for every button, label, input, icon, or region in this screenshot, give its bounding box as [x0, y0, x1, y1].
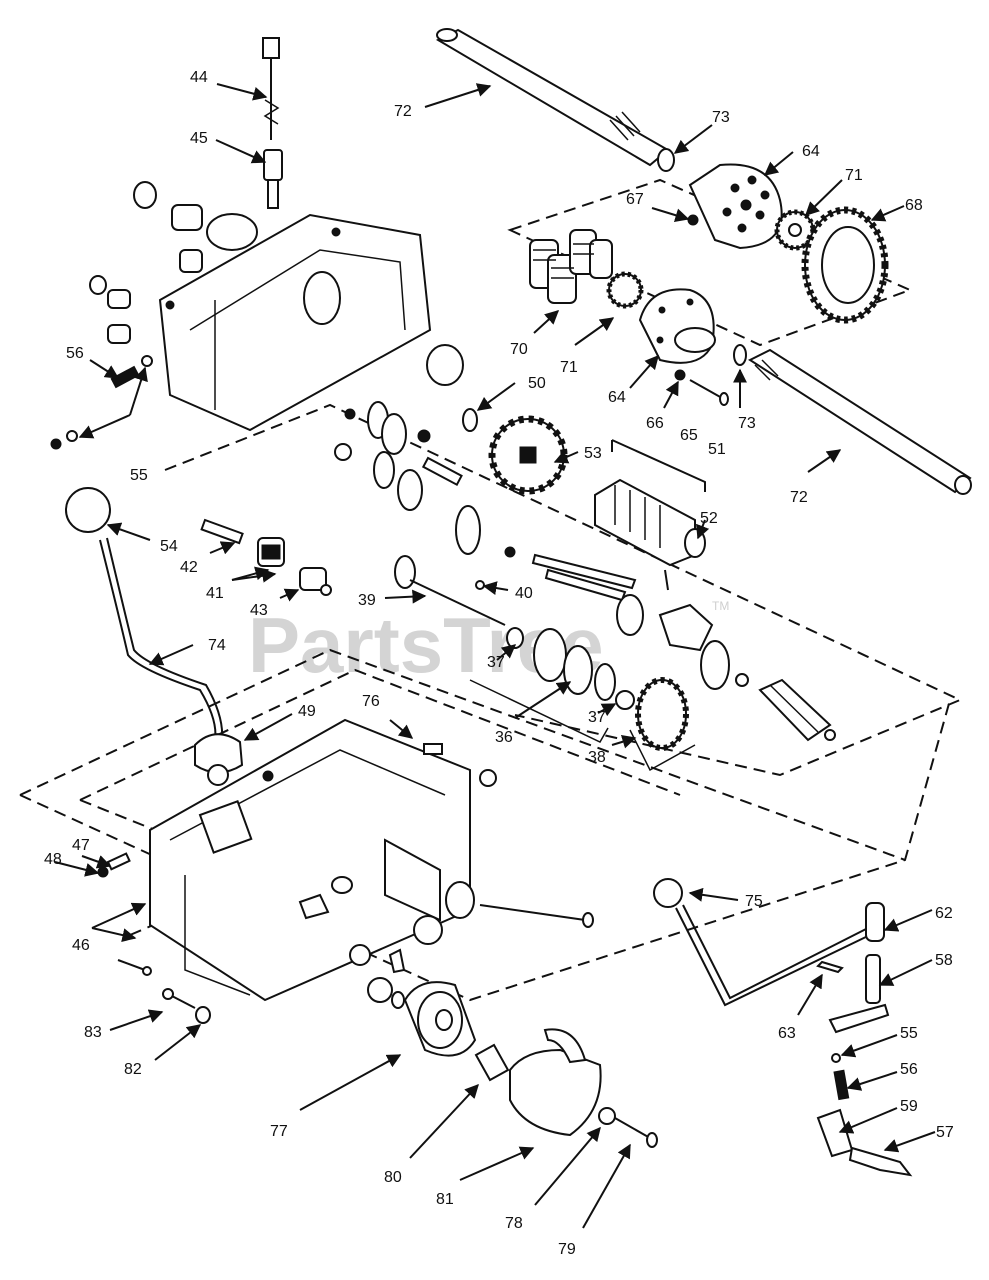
brake-pad-80 [474, 1043, 510, 1082]
callout-58: 58 [935, 952, 953, 969]
callout-72-top: 72 [394, 103, 412, 120]
bolt-83-washer-82 [162, 988, 211, 1024]
callout-36: 36 [495, 729, 513, 746]
callout-40: 40 [515, 585, 533, 602]
brake-band-81 [509, 1028, 602, 1137]
washer-66 [674, 369, 686, 381]
callout-78: 78 [505, 1215, 523, 1232]
callout-83: 83 [84, 1024, 102, 1041]
spline-shaft-51 [594, 478, 706, 567]
callout-82: 82 [124, 1061, 142, 1078]
shift-lever-54-74 [65, 487, 244, 786]
callout-59: 59 [900, 1098, 918, 1115]
axle-shaft-top [435, 28, 670, 167]
callout-76: 76 [362, 693, 380, 710]
callout-73-lower: 73 [738, 415, 756, 432]
callout-51: 51 [708, 441, 726, 458]
gear-53 [488, 415, 568, 495]
bolt-65 [689, 379, 729, 406]
pinion-cluster-70 [529, 229, 613, 304]
callout-56-right: 56 [900, 1061, 918, 1078]
watermark-tm: TM [712, 599, 729, 613]
callout-43: 43 [250, 602, 268, 619]
brake-lever-75 [653, 878, 871, 1007]
brake-linkage-right [816, 902, 913, 1177]
callout-41: 41 [206, 585, 224, 602]
callout-labels: 44 45 72 73 64 71 68 67 70 71 50 64 66 6… [44, 69, 954, 1258]
callout-74: 74 [208, 637, 226, 654]
callout-47: 47 [72, 837, 90, 854]
callout-79: 79 [558, 1241, 576, 1258]
callout-73-top: 73 [712, 109, 730, 126]
callout-63: 63 [778, 1025, 796, 1042]
bolt-67 [687, 214, 699, 226]
washer-78 [598, 1107, 616, 1125]
callout-37-left: 37 [487, 654, 505, 671]
callout-39: 39 [358, 592, 376, 609]
shift-fitting-45 [263, 149, 283, 209]
detent-spring-56 [50, 355, 153, 450]
transmission-case-upper [133, 181, 464, 432]
transmission-case-lower [149, 718, 594, 1009]
shift-rod-44 [262, 37, 280, 140]
callout-65: 65 [680, 427, 698, 444]
callout-64-mid: 64 [608, 389, 626, 406]
callout-56-left: 56 [66, 345, 84, 362]
leader-lines [54, 83, 936, 1229]
callout-62: 62 [935, 905, 953, 922]
washer-73-top [657, 148, 675, 172]
callout-49: 49 [298, 703, 316, 720]
differential-carrier-mid [638, 288, 716, 364]
callout-70: 70 [510, 341, 528, 358]
callout-37-right: 37 [588, 709, 606, 726]
axle-shaft-lower [747, 348, 972, 495]
callout-68: 68 [905, 197, 923, 214]
callout-67: 67 [626, 191, 644, 208]
callout-57: 57 [936, 1124, 954, 1141]
callout-44: 44 [190, 69, 208, 86]
callout-72-lower: 72 [790, 489, 808, 506]
callout-52: 52 [700, 510, 718, 527]
washer-73-lower [733, 344, 747, 366]
callout-71-top: 71 [845, 167, 863, 184]
callout-45: 45 [190, 130, 208, 147]
ring-gear-68 [801, 206, 889, 324]
callout-46: 46 [72, 937, 90, 954]
callout-77: 77 [270, 1123, 288, 1140]
brake-drum-77 [403, 981, 477, 1057]
bearing-bushings-left [89, 275, 131, 344]
shift-keys [475, 553, 669, 602]
callout-75: 75 [745, 893, 763, 910]
gear-shaft-lower [469, 594, 836, 743]
bevel-gear-71-mid [606, 271, 644, 309]
shift-collar-41-43 [200, 518, 332, 596]
callout-55-right: 55 [900, 1025, 918, 1042]
gear-shaft-upper [334, 401, 516, 626]
callout-80: 80 [384, 1169, 402, 1186]
callout-53: 53 [584, 445, 602, 462]
callout-66: 66 [646, 415, 664, 432]
callout-42: 42 [180, 559, 198, 576]
bolt-79 [614, 1117, 658, 1148]
callout-54: 54 [160, 538, 178, 555]
callout-48: 48 [44, 851, 62, 868]
callout-38: 38 [588, 749, 606, 766]
callout-64-top: 64 [802, 143, 820, 160]
gear-38 [629, 677, 696, 772]
callout-71-mid: 71 [560, 359, 578, 376]
differential-carrier-top [688, 163, 783, 250]
callout-55-left: 55 [130, 467, 148, 484]
washer-50 [462, 408, 478, 432]
callout-50: 50 [528, 375, 546, 392]
callout-81: 81 [436, 1191, 454, 1208]
